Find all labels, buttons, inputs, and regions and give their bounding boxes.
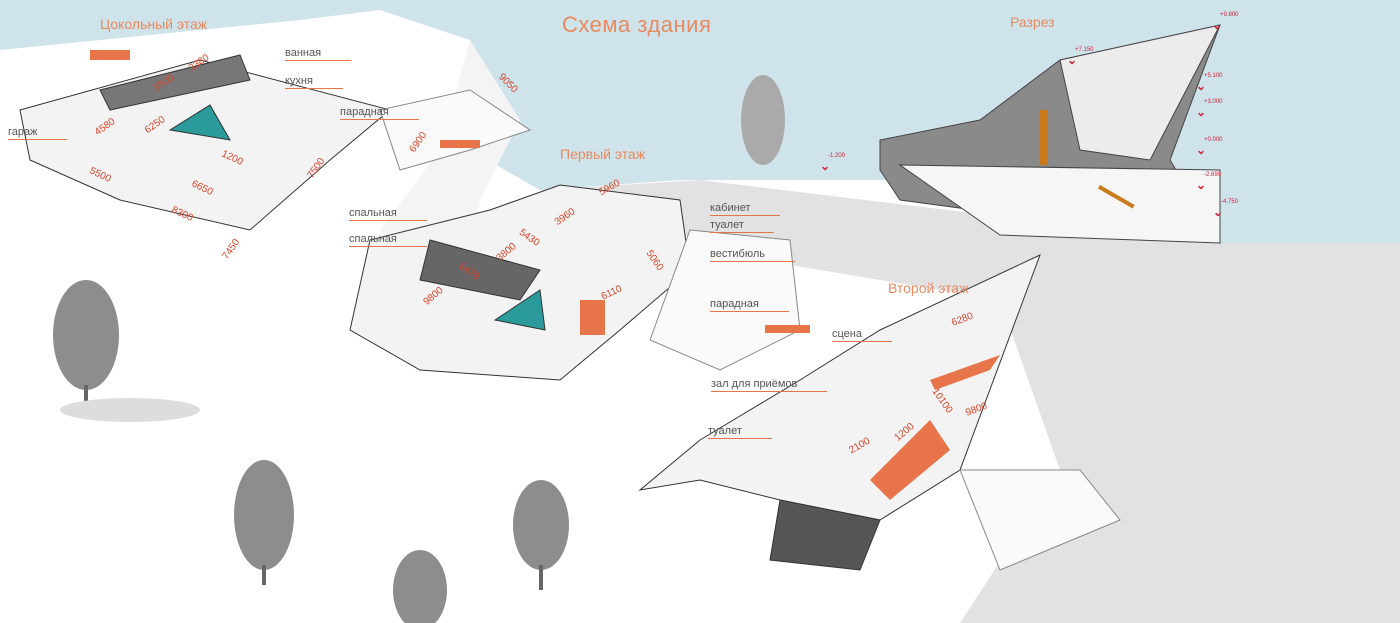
room-label: спальная: [349, 233, 427, 247]
tree: [393, 550, 447, 623]
tree: [513, 480, 569, 590]
room-label: гараж: [8, 126, 69, 140]
tree: [234, 460, 294, 585]
elevation-mark: -4.750: [1213, 199, 1238, 219]
elevation-mark: -2.690: [1196, 172, 1221, 192]
room-label: зал для приёмов: [711, 378, 828, 392]
room-label: кабинет: [710, 202, 782, 216]
section-title-first-floor: Первый этаж: [560, 146, 646, 162]
section-title-cross-section: Разрез: [1010, 14, 1055, 30]
elevation-mark: -1.200: [820, 153, 845, 173]
room-label: вестибюль: [710, 248, 795, 262]
elevation-mark: +3.000: [1196, 99, 1222, 119]
elevation-mark: +9.800: [1212, 12, 1238, 32]
second-floor-plan: [638, 254, 1121, 571]
room-label: кухня: [285, 75, 343, 89]
room-label: парадная: [710, 298, 789, 312]
section-title-basement: Цокольный этаж: [100, 16, 208, 32]
tree: [53, 280, 200, 422]
room-label: спальная: [349, 207, 427, 221]
room-label: ванная: [285, 47, 352, 61]
page-title: Схема здания: [562, 12, 712, 37]
elevation-mark: +0.000: [1196, 137, 1222, 157]
room-label: туалет: [708, 425, 772, 439]
room-label: парадная: [340, 106, 419, 120]
room-label: сцена: [832, 328, 892, 342]
elevation-mark: +5.100: [1196, 73, 1222, 93]
cross-section: [879, 24, 1221, 244]
section-title-second-floor: Второй этаж: [888, 280, 969, 296]
elevation-mark: +7.150: [1067, 47, 1093, 67]
tree: [741, 75, 785, 165]
room-label: туалет: [710, 219, 774, 233]
first-floor-plan: [349, 184, 810, 381]
basement-plan: [19, 50, 532, 231]
